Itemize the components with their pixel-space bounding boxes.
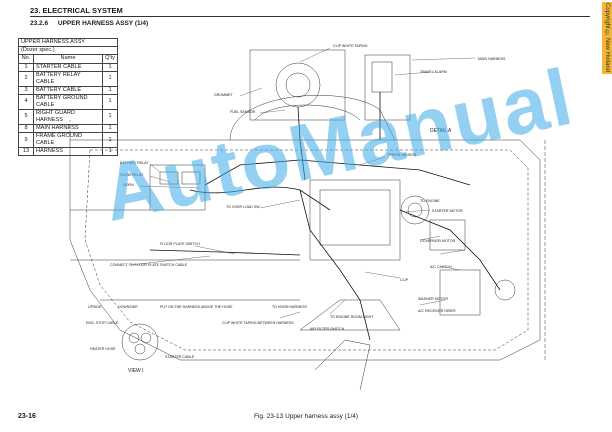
label-glow-relay: GLOW RELAY (120, 173, 144, 177)
section-title: UPPER HARNESS ASSY (1/4) (57, 20, 149, 27)
copyright-tab: Copyright © New Holland (602, 2, 612, 74)
label-put-on-harness: PUT ON THE HARNESS ABOVE THE HOSE (160, 305, 233, 309)
label-eng-stop-cable: ENG. STOP CABLE (86, 321, 119, 325)
label-starter-motor: STARTER MOTOR (432, 209, 463, 213)
label-clip-white-taping: CLIP WHITE TAPING (333, 44, 368, 48)
label-floor-plate-switch: FLOOR PLATE SWITCH (160, 242, 200, 246)
label-to-over-load-sw: TO OVER LOAD SW (226, 205, 260, 209)
label-press-sensor: PRESS SENSOR (388, 153, 417, 157)
label-ac-clutch: A/C CLUTCH (430, 265, 452, 269)
chapter-title: 23. ELECTRICAL SYSTEM (30, 6, 123, 15)
label-battery-relay: BATTERY RELAY (120, 161, 149, 165)
label-receiver-drier: A/C RECEIVER DRIER (418, 309, 456, 313)
section-number: 23.2.6 (30, 20, 49, 27)
parts-table: UPPER HARNESS ASSY (Dozer spec.) No. Nam… (18, 37, 118, 157)
label-connect-floor-plate: CONNECT TO FLOOR PLATE SWITCH CABLE (110, 263, 188, 267)
figure-caption: Fig. 23-13 Upper harness assy (1/4) (254, 413, 359, 420)
label-downside: DOWNSIDE (118, 305, 138, 309)
leader-lines (129, 47, 476, 319)
label-view-i: VIEW I (128, 368, 144, 374)
label-detail-a: DETAIL A (430, 128, 452, 134)
header-rule (30, 16, 590, 17)
label-upside: UPSIDE (88, 305, 102, 309)
label-to-engine: TO ENGINE (420, 199, 440, 203)
label-main-harness: MAIN HARNESS (478, 57, 506, 61)
label-washer-motor: WASHER MOTOR (418, 297, 448, 301)
label-starter-cable: STARTER CABLE (165, 355, 195, 359)
label-travel-alarm: TRAVEL ALARM (420, 70, 447, 74)
label-air-filter-switch: AIR FILTER SWITCH (310, 327, 345, 331)
label-fuel-sensor: FUEL SENSOR (230, 110, 256, 114)
label-clip-taping-harness: CLIP WHITE TAPING BETWEEN HARNESS (222, 321, 294, 325)
label-governor-motor: GOVERNOR MOTOR (420, 239, 456, 243)
harness-routing (149, 92, 501, 341)
label-clip: CLIP (400, 278, 409, 282)
label-heater-hose: HEATER HOSE (90, 347, 116, 351)
label-grommet: GROMMET (214, 93, 234, 97)
diagram-labels: CLIP WHITE TAPING GROMMET FUEL SENSOR TR… (86, 44, 506, 374)
page-number: 23-16 (18, 413, 36, 420)
label-to-horn-harness: TO HORN HARNESS (272, 305, 307, 309)
section-heading: 23.2.6 UPPER HARNESS ASSY (1/4) (30, 20, 156, 27)
label-horn: HORN (123, 183, 134, 187)
label-to-engine-room-light: TO ENGINE ROOM LIGHT (330, 315, 374, 319)
